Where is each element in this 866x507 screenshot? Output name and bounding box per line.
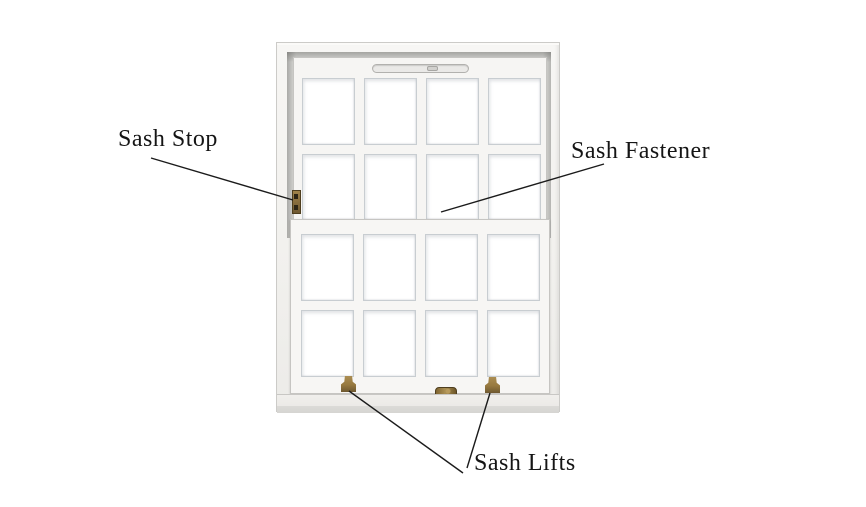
window-frame xyxy=(276,42,560,413)
trickle-vent xyxy=(372,64,469,73)
sash-lift-right-hardware xyxy=(485,377,500,393)
glass-pane xyxy=(363,234,416,301)
top-sash-glazing-grid xyxy=(302,78,541,220)
sash-lift-left-hardware xyxy=(341,376,356,392)
glass-pane xyxy=(488,153,541,220)
glass-pane xyxy=(426,153,479,220)
glass-pane xyxy=(302,78,355,145)
glass-pane xyxy=(426,78,479,145)
glass-pane xyxy=(488,78,541,145)
bottom-sash-glazing-grid xyxy=(301,234,540,377)
sash-stop-label: Sash Stop xyxy=(118,126,218,152)
sash-fastener-label: Sash Fastener xyxy=(571,138,711,164)
glass-pane xyxy=(302,153,355,220)
window-sill xyxy=(277,394,559,413)
sash-stop-hardware xyxy=(292,190,301,214)
top-sash xyxy=(293,57,547,235)
vent-slider-knob xyxy=(427,66,438,71)
glass-pane xyxy=(487,234,540,301)
glass-pane xyxy=(425,310,478,377)
sash-lifts-label: Sash Lifts xyxy=(474,450,576,476)
glass-pane xyxy=(487,310,540,377)
glass-pane xyxy=(425,234,478,301)
glass-pane xyxy=(301,310,354,377)
glass-pane xyxy=(301,234,354,301)
glass-pane xyxy=(363,310,416,377)
glass-pane xyxy=(364,153,417,220)
annotation-line-sash-stop xyxy=(150,157,294,201)
bottom-sash xyxy=(290,219,550,396)
glass-pane xyxy=(364,78,417,145)
